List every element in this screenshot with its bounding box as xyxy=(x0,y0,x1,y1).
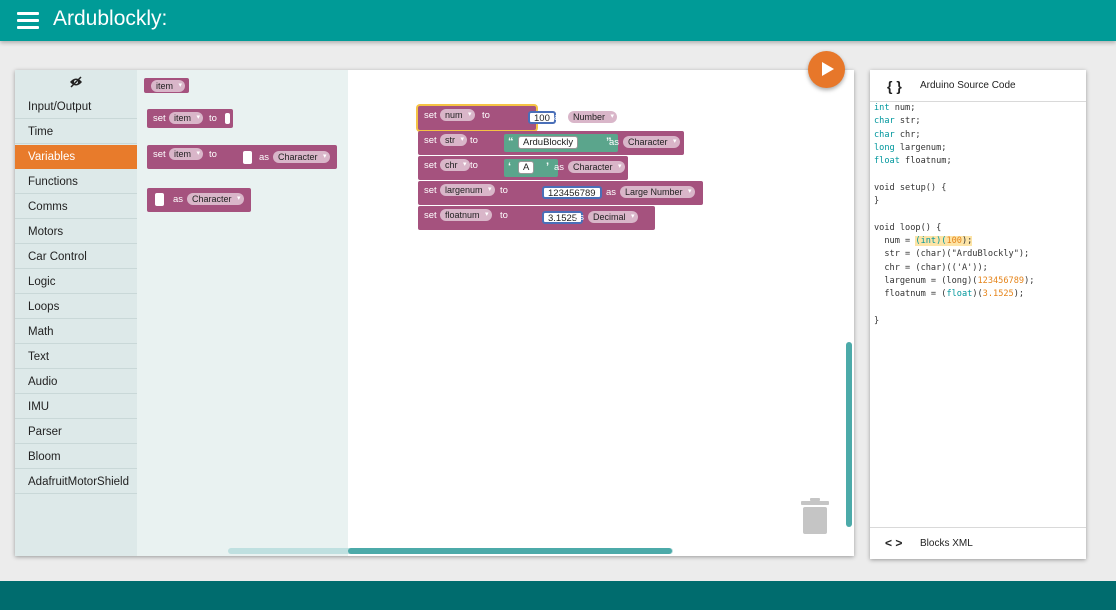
app-footer xyxy=(0,581,1116,610)
number-value-field[interactable]: 100 xyxy=(528,111,556,124)
set-label: set xyxy=(153,149,166,160)
toolbox-category-loops[interactable]: Loops xyxy=(15,295,137,319)
variable-dropdown[interactable]: largenum xyxy=(440,184,495,196)
hamburger-icon[interactable] xyxy=(17,12,39,29)
flyout-type-dropdown[interactable]: Character xyxy=(273,151,330,163)
flyout-type-dropdown[interactable]: Character xyxy=(187,193,244,205)
toolbox-category-logic[interactable]: Logic xyxy=(15,270,137,294)
variable-dropdown[interactable]: chr xyxy=(440,159,470,171)
as-label: as xyxy=(606,187,617,198)
as-label: as xyxy=(574,212,585,223)
text-value-block[interactable]: ‘ A ’ xyxy=(504,159,558,177)
toolbox-category-audio[interactable]: Audio xyxy=(15,370,137,394)
text-value-field[interactable]: ArduBlockly xyxy=(518,136,579,149)
type-dropdown[interactable]: Decimal xyxy=(588,211,638,223)
run-button[interactable] xyxy=(808,51,845,88)
flyout-var-dropdown[interactable]: item xyxy=(169,148,204,160)
vertical-scrollbar[interactable] xyxy=(846,342,852,527)
open-quote-icon: ‘ xyxy=(508,161,512,173)
close-quote-icon: ” xyxy=(606,136,612,148)
input-notch xyxy=(155,193,164,206)
toolbox-category-input-output[interactable]: Input/Output xyxy=(15,95,137,119)
toolbox-category-parser[interactable]: Parser xyxy=(15,420,137,444)
flyout-set-cast-block[interactable]: set item to as Character xyxy=(147,145,337,169)
variable-dropdown[interactable]: num xyxy=(440,109,475,121)
blocks-xml-button[interactable]: < > Blocks XML xyxy=(870,527,1086,559)
toolbox-category-car-control[interactable]: Car Control xyxy=(15,245,137,269)
set-label: set xyxy=(424,185,437,196)
toolbox-flyout: item set item to set item to as Characte… xyxy=(137,70,348,556)
as-label: as xyxy=(173,194,184,205)
toolbox-category-bloom[interactable]: Bloom xyxy=(15,445,137,469)
toolbox-category-motors[interactable]: Motors xyxy=(15,220,137,244)
toolbox-category-variables[interactable]: Variables xyxy=(15,145,137,169)
input-notch xyxy=(225,113,230,124)
app-header: Ardublockly: xyxy=(0,0,1116,41)
type-dropdown[interactable]: Character xyxy=(568,161,625,173)
input-notch xyxy=(243,151,252,164)
number-value-field[interactable]: 3.1525 xyxy=(542,211,584,224)
toolbox-category-adafruitmotorshield[interactable]: AdafruitMotorShield xyxy=(15,470,137,494)
toolbox-category-text[interactable]: Text xyxy=(15,345,137,369)
set-label: set xyxy=(153,113,166,124)
toolbox-category-imu[interactable]: IMU xyxy=(15,395,137,419)
app-title: Ardublockly: xyxy=(53,7,168,30)
to-label: to xyxy=(209,149,217,160)
number-value-field[interactable]: 123456789 xyxy=(542,186,602,199)
flyout-set-variable-block[interactable]: set item to xyxy=(147,109,233,128)
variable-dropdown[interactable]: str xyxy=(440,134,467,146)
type-dropdown[interactable]: Character xyxy=(623,136,680,148)
to-label: to xyxy=(470,160,478,171)
text-value-block[interactable]: “ ArduBlockly ” xyxy=(504,134,618,152)
toolbox-category-functions[interactable]: Functions xyxy=(15,170,137,194)
set-label: set xyxy=(424,135,437,146)
flyout-var-dropdown[interactable]: item xyxy=(169,112,204,124)
trash-icon[interactable] xyxy=(801,498,829,534)
braces-icon: { } xyxy=(887,78,902,94)
to-label: to xyxy=(209,113,217,124)
close-quote-icon: ’ xyxy=(546,161,550,173)
toolbox-category-time[interactable]: Time xyxy=(15,120,137,144)
type-dropdown[interactable]: Large Number xyxy=(620,186,695,198)
open-quote-icon: “ xyxy=(508,136,514,148)
type-dropdown[interactable]: Number xyxy=(568,111,618,123)
set-label: set xyxy=(424,160,437,171)
text-value-field[interactable]: A xyxy=(518,161,535,174)
as-label: as xyxy=(259,152,270,163)
angle-brackets-icon: < > xyxy=(885,536,903,550)
blocks-xml-label: Blocks XML xyxy=(920,538,973,549)
toolbox-category-math[interactable]: Math xyxy=(15,320,137,344)
arduino-source-code[interactable]: int num; char str; char chr; long largen… xyxy=(874,103,1035,326)
flyout-get-variable-block[interactable]: item xyxy=(144,78,189,93)
to-label: to xyxy=(500,185,508,196)
to-label: to xyxy=(500,210,508,221)
code-panel-header[interactable]: { } Arduino Source Code xyxy=(870,70,1086,102)
code-panel-title: Arduino Source Code xyxy=(920,80,1016,91)
as-label: as xyxy=(554,112,565,123)
as-label: as xyxy=(609,137,620,148)
horizontal-scrollbar[interactable] xyxy=(348,548,672,554)
set-label: set xyxy=(424,110,437,121)
as-label: as xyxy=(554,162,565,173)
set-label: set xyxy=(424,210,437,221)
flyout-var-dropdown[interactable]: item xyxy=(151,79,186,92)
toolbox-category-comms[interactable]: Comms xyxy=(15,195,137,219)
code-panel: { } Arduino Source Code int num; char st… xyxy=(870,70,1086,559)
to-label: to xyxy=(482,110,490,121)
eye-off-icon[interactable] xyxy=(69,76,83,88)
to-label: to xyxy=(470,135,478,146)
flyout-cast-block[interactable]: as Character xyxy=(147,188,251,212)
variable-dropdown[interactable]: floatnum xyxy=(440,209,492,221)
